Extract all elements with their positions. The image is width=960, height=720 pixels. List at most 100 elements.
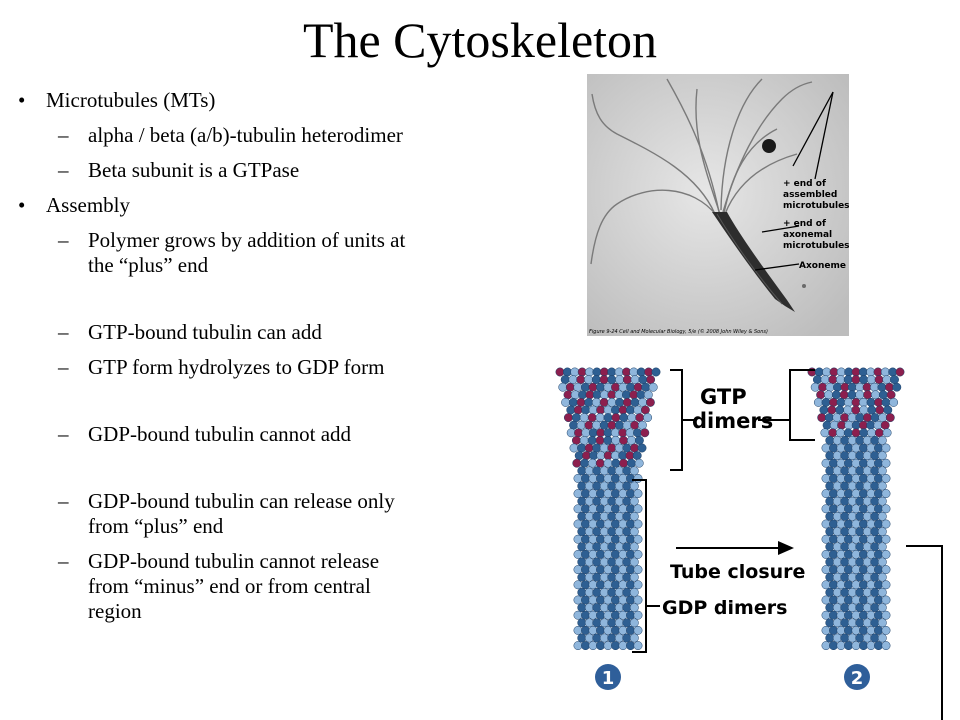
tubulin-subunit (829, 443, 838, 453)
tubulin-subunit (581, 489, 590, 499)
slide-title: The Cytoskeleton (302, 12, 658, 68)
tubulin-subunit (862, 451, 872, 461)
tubulin-subunit (859, 443, 868, 453)
tubulin-subunit (615, 375, 625, 385)
tubulin-subunit (566, 405, 576, 415)
tubulin-subunit (874, 443, 883, 453)
tubulin-subunit (577, 443, 586, 453)
tubulin-subunit (618, 405, 628, 415)
tubulin-subunit (836, 625, 846, 635)
tubulin-subunit (851, 489, 861, 499)
label-gtp: GTP (700, 385, 747, 409)
tubulin-subunit (828, 375, 838, 385)
tubulin-subunit (832, 496, 842, 506)
tubulin-subunit (832, 572, 842, 582)
tubulin-subunit (831, 390, 841, 400)
tubulin-subunit (847, 496, 857, 506)
tubulin-subunit (643, 413, 653, 423)
tubulin-subunit (592, 603, 602, 613)
tubulin-subunit (855, 557, 865, 567)
tubulin-subunit (832, 603, 842, 613)
tubulin-subunit (629, 618, 639, 628)
tubulin-subunit (626, 458, 636, 468)
tubulin-subunit (867, 428, 877, 438)
tubulin-subunit (825, 451, 835, 461)
gdp-bracket (632, 479, 647, 653)
tubulin-subunit (824, 390, 833, 400)
tubulin-subunit (844, 534, 853, 544)
tubulin-subunit (866, 580, 876, 590)
tubulin-subunit (611, 473, 620, 483)
tubulin-subunit (866, 625, 876, 635)
tubulin-subunit (874, 473, 883, 483)
tubulin-subunit (585, 367, 594, 377)
tubulin-subunit (874, 397, 883, 407)
tubulin-subunit (599, 367, 609, 377)
label-gdp-dimers: GDP dimers (662, 597, 787, 619)
tubulin-subunit (576, 420, 586, 430)
tubulin-subunit (629, 511, 639, 521)
tubulin-subunit (855, 451, 865, 461)
tubulin-subunit (573, 519, 583, 529)
tubulin-subunit (638, 375, 648, 385)
tubulin-subunit (877, 542, 887, 552)
tubulin-subunit (881, 458, 891, 468)
tubulin-subunit (645, 397, 655, 407)
tubulin-subunit (832, 466, 842, 476)
tubulin-subunit (840, 481, 850, 491)
tubulin-subunit (825, 527, 835, 537)
tubulin-subunit (855, 511, 865, 521)
tubulin-subunit (581, 641, 590, 651)
tubulin-subunit (877, 451, 887, 461)
tubulin-subunit (588, 610, 598, 620)
tubulin-subunit (844, 458, 853, 468)
tubulin-subunit (607, 618, 617, 628)
tubulin-subunit (599, 466, 609, 476)
tubulin-subunit (577, 618, 587, 628)
tubulin-subunit (880, 367, 890, 377)
tubulin-subunit (877, 557, 887, 567)
tubulin-subunit (588, 382, 598, 392)
tubulin-subunit (603, 534, 613, 544)
tubulin-subunit (851, 595, 861, 605)
tubulin-subunit (633, 610, 643, 620)
tubulin-subunit (596, 473, 605, 483)
subbullet-text: GTP form hydrolyzes to GDP form (88, 355, 385, 379)
tubulin-subunit (871, 390, 880, 400)
tubulin-subunit (836, 595, 846, 605)
tubulin-subunit (581, 595, 590, 605)
tubulin-subunit (577, 542, 587, 552)
tubulin-subunit (832, 435, 842, 445)
tubulin-subunit (847, 451, 857, 461)
tubulin-subunit (840, 382, 850, 392)
tubulin-subunit (829, 549, 838, 559)
tubulin-subunit (584, 420, 594, 430)
tubulin-subunit (588, 580, 598, 590)
tubulin-subunit (596, 428, 606, 438)
label-assembled-line2: assembled (783, 190, 837, 200)
tubulin-subunit (881, 580, 891, 590)
tubulin-subunit (847, 413, 857, 423)
tubulin-subunit (596, 625, 605, 635)
subbullet-dash: – (58, 422, 69, 446)
tubulin-subunit (607, 527, 617, 537)
tubulin-subunit (847, 587, 857, 597)
subbullet-text: GDP-bound tubulin cannot add (88, 422, 352, 446)
tubulin-subunit (877, 527, 887, 537)
tubulin-subunit (874, 504, 883, 514)
tubulin-subunit (855, 435, 865, 445)
tubulin-subunit (622, 633, 632, 643)
tubulin-subunit (584, 587, 594, 597)
tubulin-subunit (859, 397, 868, 407)
tubulin-subunit (607, 496, 617, 506)
tubulin-subunit (836, 375, 845, 385)
tubulin-subunit (596, 405, 606, 415)
tubulin-subunit (847, 557, 857, 567)
tubulin-subunit (577, 481, 587, 491)
tubulin-subunit (814, 367, 824, 377)
tubulin-subunit (573, 489, 583, 499)
tubulin-subunit (603, 458, 613, 468)
tubulin-subunit (870, 466, 880, 476)
step-1-badge: 1 (595, 664, 621, 690)
tubulin-subunit (577, 633, 587, 643)
